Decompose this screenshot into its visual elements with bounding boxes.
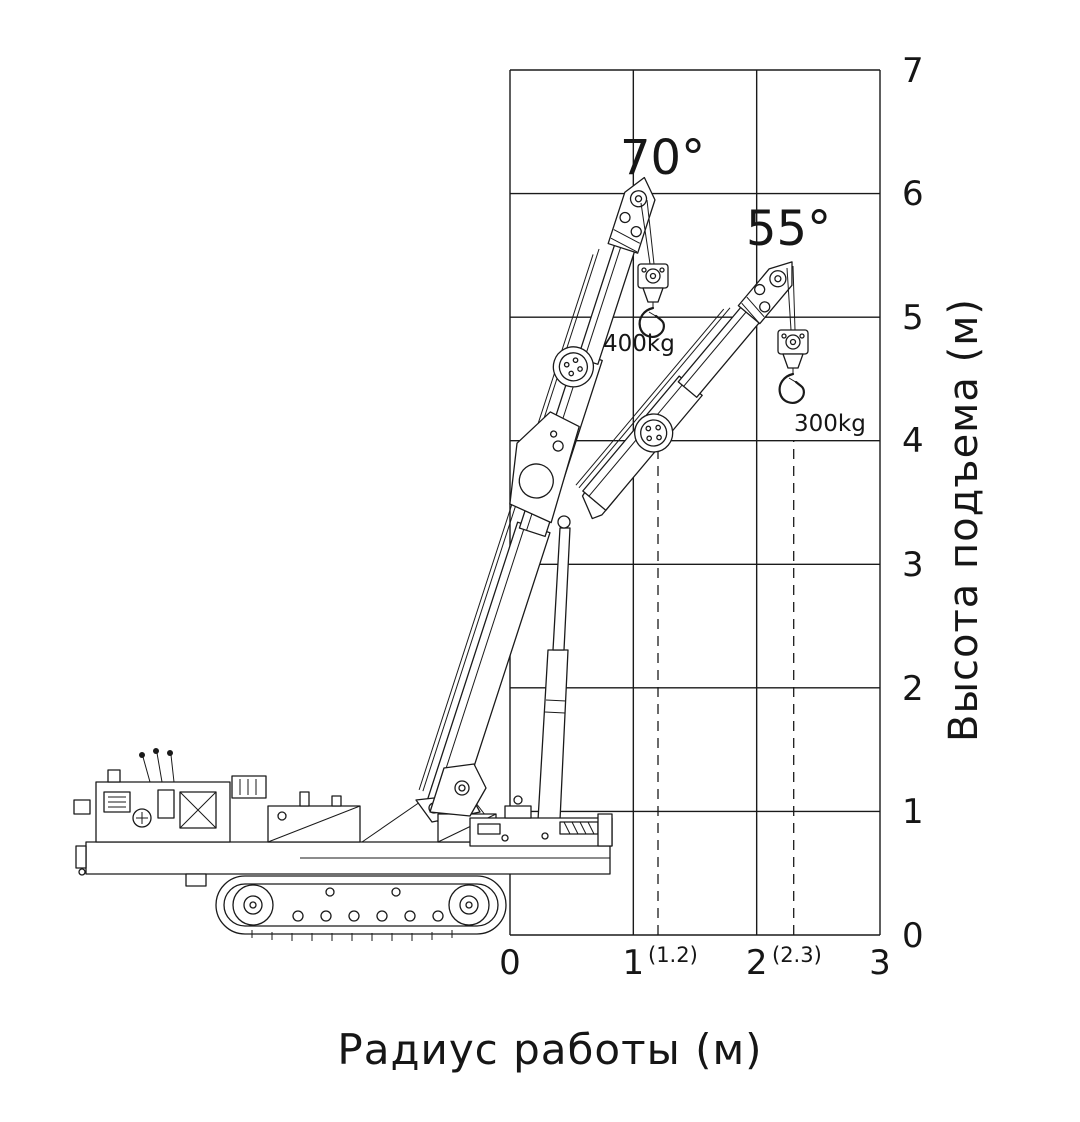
y-tick-3: 3 xyxy=(902,545,924,585)
hook-block-55-icon xyxy=(777,265,809,404)
crawler-track xyxy=(215,875,507,941)
angle-label-70: 70° xyxy=(620,130,705,186)
winch-ring-icon xyxy=(552,346,595,388)
x-tick-0: 0 xyxy=(499,943,521,983)
x-axis-ticks: 0 1 2 3 (1.2) (2.3) xyxy=(499,943,891,983)
x-tick-3: 3 xyxy=(869,943,891,983)
y-tick-6: 6 xyxy=(902,174,924,214)
boom-head-55-icon xyxy=(737,261,793,325)
lift-cylinder-icon xyxy=(537,515,571,821)
capacity-label-400kg: 400kg xyxy=(603,331,675,357)
hook-block-70-icon xyxy=(637,199,669,338)
y-axis-ticks: 7 6 5 4 3 2 1 0 xyxy=(902,51,924,956)
x-sub-label-2-3: (2.3) xyxy=(772,943,822,967)
chart-grid xyxy=(509,69,881,936)
angle-label-55: 55° xyxy=(746,201,831,257)
boom-head-70-icon xyxy=(607,176,656,254)
machine-superstructure xyxy=(73,748,267,843)
y-tick-5: 5 xyxy=(902,298,924,338)
crane-illustration xyxy=(73,748,613,941)
x-sub-label-1-2: (1.2) xyxy=(648,943,698,967)
x-tick-1: 1 xyxy=(623,943,645,983)
x-axis-title: Радиус работы (м) xyxy=(337,1025,762,1074)
x-tick-2: 2 xyxy=(746,943,768,983)
y-tick-0: 0 xyxy=(902,916,924,956)
boom-70-group xyxy=(418,176,656,832)
right-platform xyxy=(469,795,613,847)
winch-ring-icon xyxy=(634,413,674,453)
y-tick-4: 4 xyxy=(902,421,924,461)
y-tick-2: 2 xyxy=(902,669,924,709)
y-axis-title: Высота подъема (м) xyxy=(941,298,987,742)
capacity-label-300kg: 300kg xyxy=(794,411,866,437)
y-tick-1: 1 xyxy=(902,792,924,832)
boom-55-group xyxy=(575,261,793,520)
y-tick-7: 7 xyxy=(902,51,924,91)
